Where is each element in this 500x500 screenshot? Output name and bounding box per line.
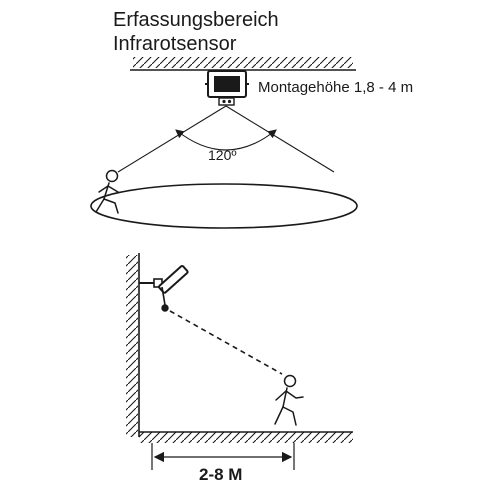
pir-sensor-icon: [218, 97, 235, 106]
detection-cone: [117, 105, 335, 173]
walking-person-icon: [274, 374, 304, 426]
title-line-1: Erfassungsbereich: [113, 9, 279, 31]
distance-dimension: [151, 443, 295, 470]
detection-angle-label: 120º: [208, 147, 237, 163]
ceiling: [130, 57, 356, 71]
walking-person-icon: [95, 169, 119, 214]
title-line-2: Infrarotsensor: [113, 33, 237, 55]
floor: [139, 431, 353, 443]
detection-area-ellipse: [90, 183, 358, 229]
mounting-height-label: Montagehöhe 1,8 - 4 m: [258, 79, 414, 96]
detection-beam-line: [169, 310, 283, 375]
floodlight-icon: [205, 70, 249, 98]
detection-distance-label: 2-8 M: [199, 465, 243, 484]
wall-mounted-floodlight-icon: [139, 264, 189, 312]
wall: [126, 253, 140, 437]
